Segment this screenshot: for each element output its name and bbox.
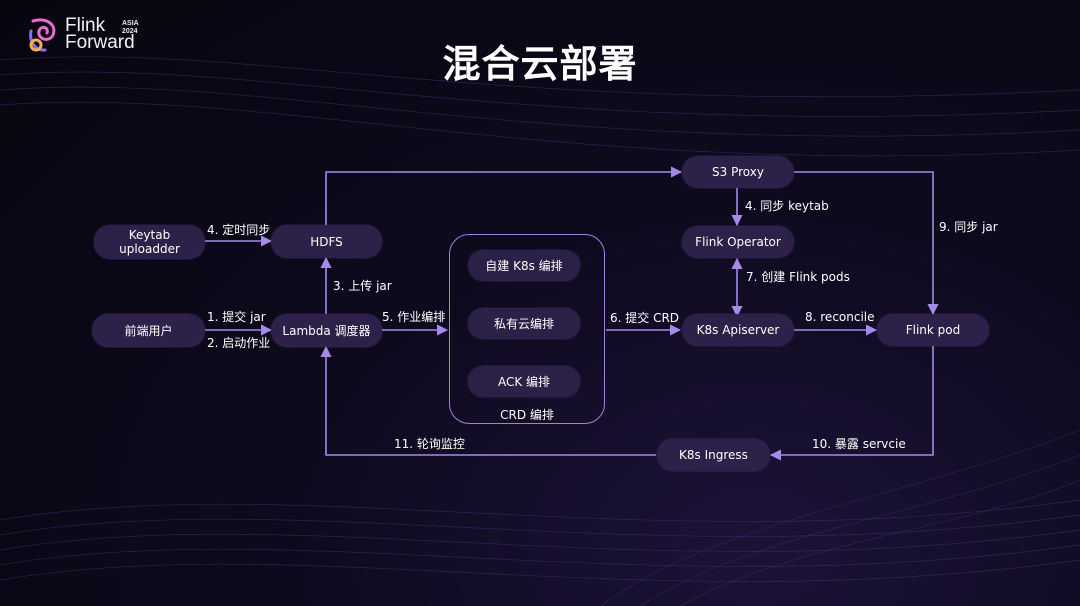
edge-ingress-to-lambda	[320, 345, 656, 456]
logo-badge-line-1: ASIA	[122, 20, 139, 27]
lambda-scheduler-node: Lambda 调度器	[271, 314, 382, 347]
frontend-user-node: 前端用户	[92, 314, 205, 347]
crd-group-label: CRD 编排	[500, 408, 554, 422]
page-title: 混合云部署	[442, 42, 638, 86]
edge-s3proxy-to-flinkpod	[794, 171, 939, 316]
edge-label-submit-jar: 1. 提交 jar	[207, 310, 266, 324]
k8s-apiserver-node: K8s Apiserver	[682, 314, 794, 346]
edge-label-submit-crd: 6. 提交 CRD	[610, 311, 680, 325]
flink-operator-node: Flink Operator	[682, 226, 794, 258]
edge-hdfs-to-s3proxy	[325, 166, 683, 225]
private-cloud-node: 私有云编排	[468, 308, 580, 339]
crd-orchestration-group	[449, 234, 605, 424]
edge-label-start-job: 2. 启动作业	[207, 336, 271, 350]
s3-proxy-node: S3 Proxy	[682, 156, 794, 188]
logo-badge: ASIA 2024	[122, 20, 139, 36]
edge-label-reconcile: 8. reconcile	[805, 310, 875, 324]
k8s-ingress-node: K8s Ingress	[657, 439, 770, 471]
logo-line-2: Forward	[65, 32, 135, 53]
logo-line-1: Flink	[65, 15, 106, 36]
self-built-k8s-node: 自建 K8s 编排	[468, 250, 580, 281]
flink-forward-logo: Flink Forward ASIA 2024	[27, 15, 167, 57]
edge-label-job-orchestration: 5. 作业编排	[382, 310, 446, 324]
edge-label-upload-jar: 3. 上传 jar	[333, 279, 392, 293]
edge-flinkpod-to-ingress	[769, 346, 934, 461]
logo-badge-line-2: 2024	[122, 28, 138, 35]
keytab-uploader-node: Keytab uploadder	[94, 225, 205, 259]
edge-label-timed-sync: 4. 定时同步	[207, 223, 271, 237]
hdfs-node: HDFS	[271, 225, 382, 258]
logo-wordmark: Flink Forward	[65, 15, 135, 53]
squirrel-logo-icon	[29, 18, 56, 52]
edge-label-expose-service: 10. 暴露 servcie	[812, 437, 906, 451]
edge-label-poll-monitor: 11. 轮询监控	[394, 437, 465, 451]
edge-label-create-pods: 7. 创建 Flink pods	[746, 270, 850, 284]
flink-pod-node: Flink pod	[877, 314, 989, 346]
ack-node: ACK 编排	[468, 366, 580, 397]
edge-label-sync-keytab: 4. 同步 keytab	[745, 199, 829, 213]
edge-label-sync-jar: 9. 同步 jar	[939, 220, 998, 234]
